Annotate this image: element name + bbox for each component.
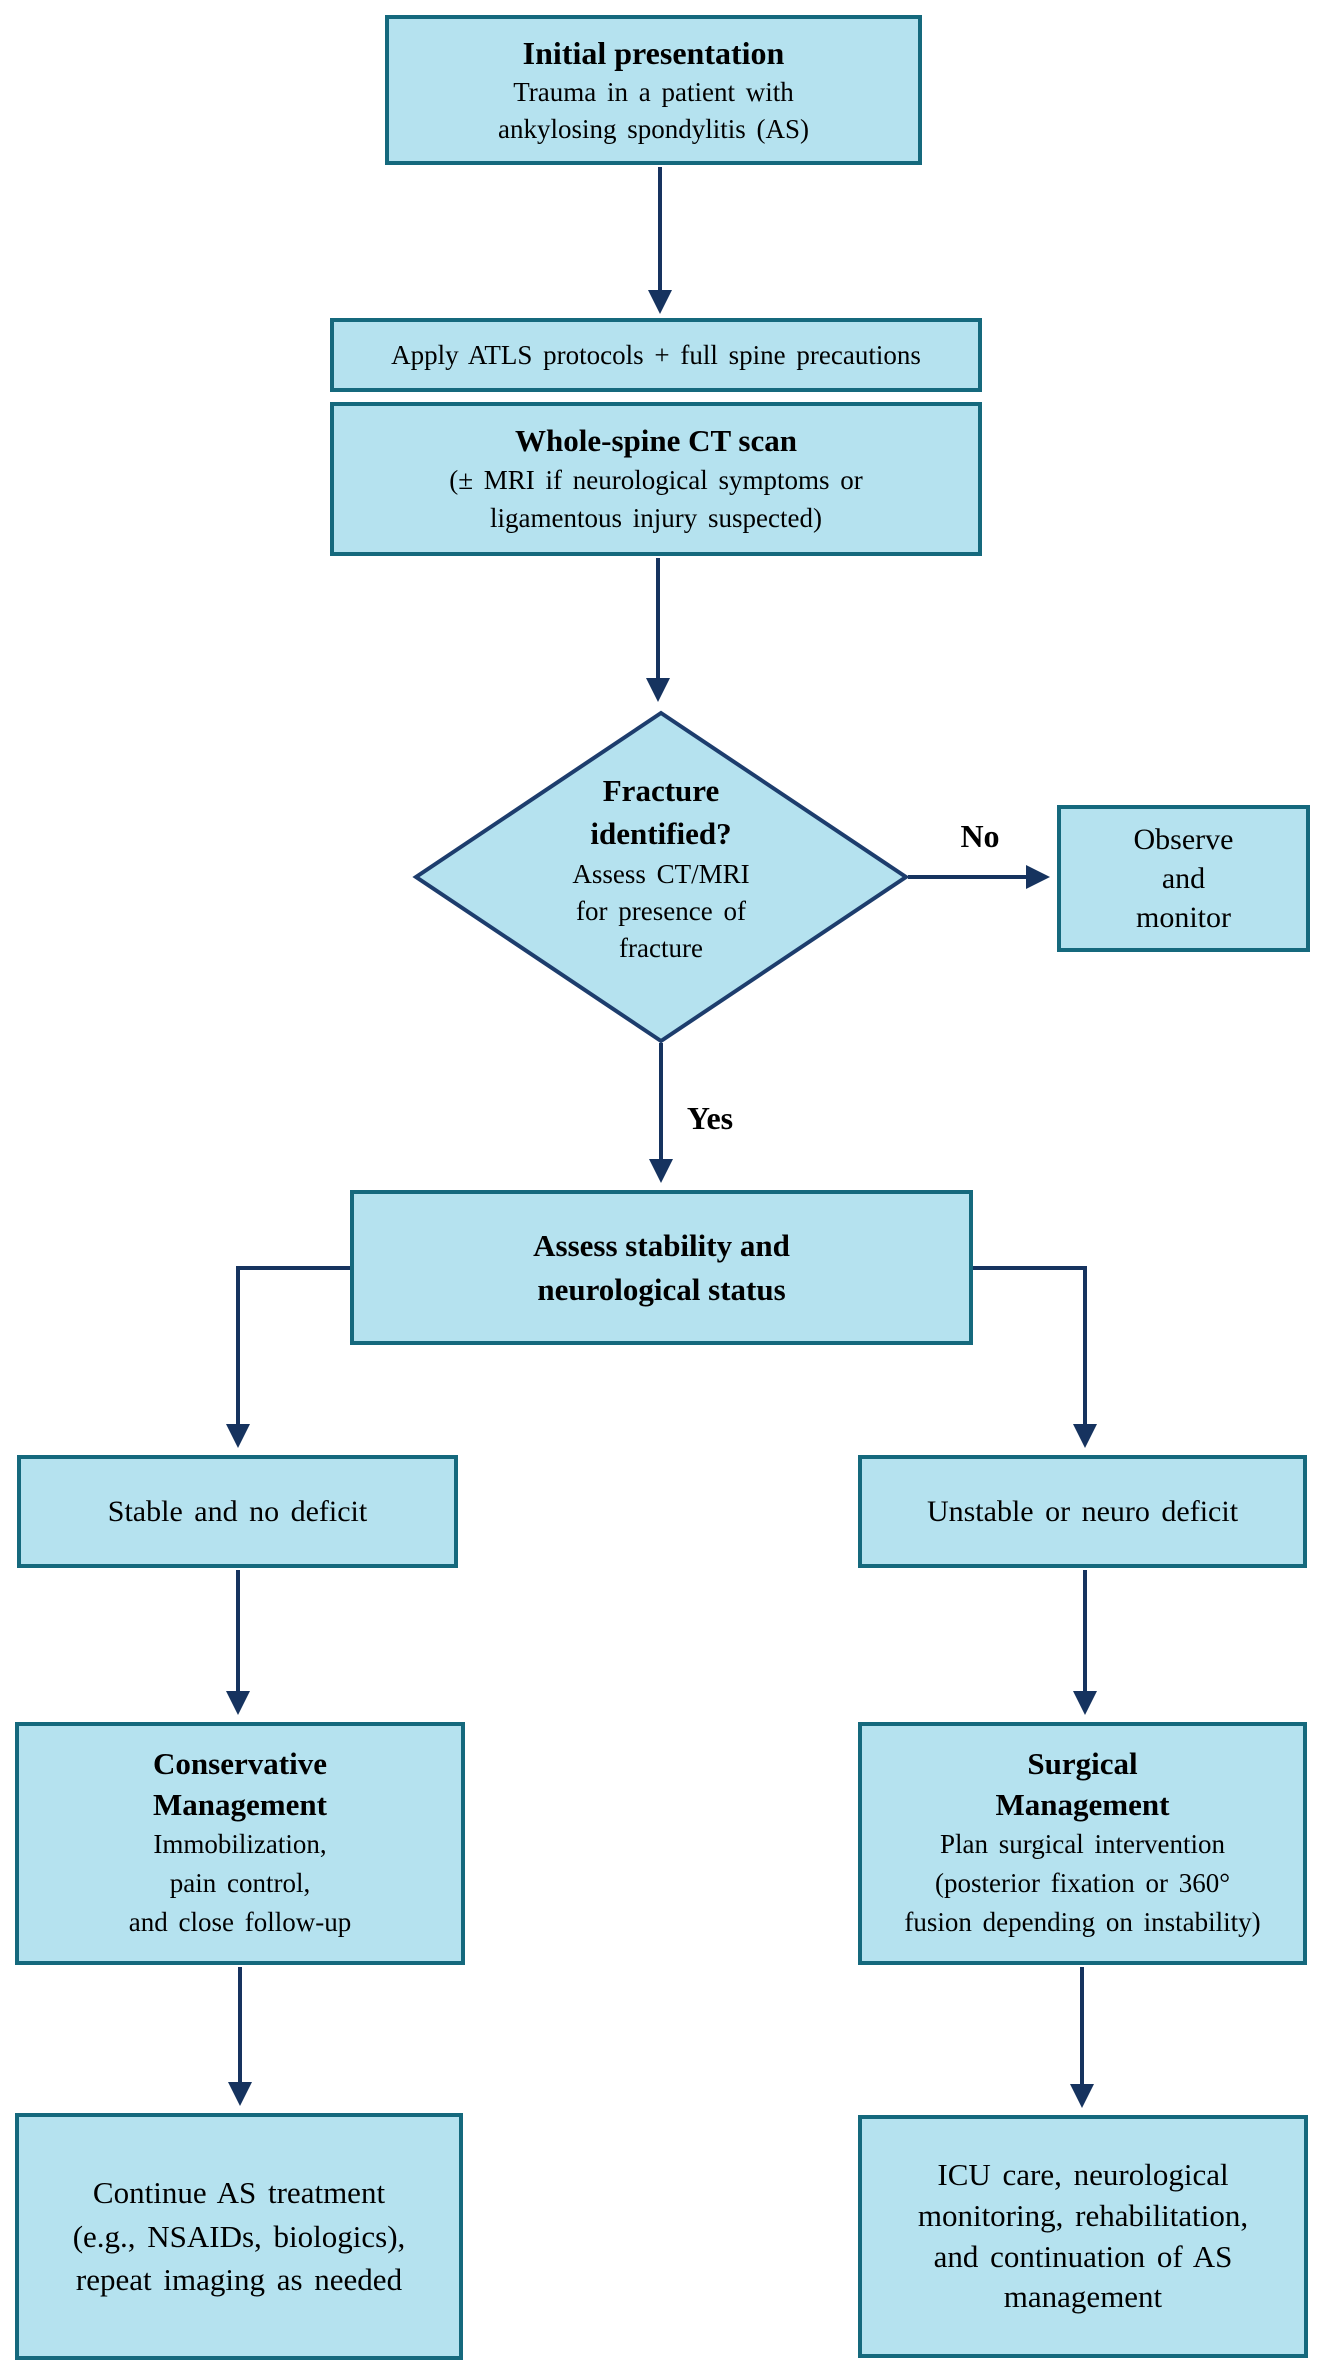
decision-title: identified? bbox=[590, 815, 732, 851]
node-unstable-or-neuro-deficit: Unstable or neuro deficit bbox=[858, 1455, 1307, 1568]
node-line: Observe bbox=[1133, 823, 1234, 856]
node-line: (± MRI if neurological symptoms or bbox=[449, 465, 863, 496]
arrow-assess-to-unstable bbox=[973, 1266, 1097, 1448]
node-atls-protocols: Apply ATLS protocols + full spine precau… bbox=[330, 318, 982, 392]
edge-label-yes: Yes bbox=[686, 1100, 734, 1136]
node-line: management bbox=[1003, 2279, 1163, 2315]
node-line: monitor bbox=[1136, 901, 1231, 934]
node-line: (e.g., NSAIDs, biologics), bbox=[72, 2218, 406, 2254]
node-line: Immobilization, bbox=[153, 1829, 327, 1860]
arrow-assess-to-stable bbox=[226, 1266, 350, 1448]
node-title: Surgical bbox=[1027, 1746, 1138, 1782]
node-line: and continuation of AS bbox=[933, 2238, 1233, 2274]
edge-label-no: No bbox=[960, 818, 1000, 854]
node-title: Management bbox=[153, 1786, 327, 1822]
node-title: Conservative bbox=[153, 1746, 327, 1782]
node-line: repeat imaging as needed bbox=[75, 2262, 403, 2298]
decision-line: Assess CT/MRI bbox=[572, 858, 750, 889]
decision-line: for presence of bbox=[576, 895, 746, 926]
node-line: Continue AS treatment bbox=[92, 2175, 386, 2211]
node-title: Whole-spine CT scan bbox=[515, 423, 797, 459]
node-observe-and-monitor: Observe and monitor bbox=[1057, 805, 1310, 952]
node-line: Apply ATLS protocols + full spine precau… bbox=[391, 339, 921, 370]
node-line: pain control, bbox=[169, 1868, 311, 1899]
node-line: fusion depending on instability) bbox=[904, 1907, 1261, 1938]
node-line: ICU care, neurological bbox=[937, 2156, 1229, 2192]
node-surgical-management: Surgical Management Plan surgical interv… bbox=[858, 1722, 1307, 1965]
node-line: ankylosing spondylitis (AS) bbox=[497, 113, 809, 144]
node-conservative-management: Conservative Management Immobilization, … bbox=[15, 1722, 465, 1965]
node-line: ligamentous injury suspected) bbox=[490, 502, 822, 533]
node-initial-presentation: Initial presentation Trauma in a patient… bbox=[385, 15, 922, 165]
node-line: and close follow-up bbox=[128, 1907, 352, 1938]
decision-text-fracture-identified: Fracture identified? Assess CT/MRI for p… bbox=[461, 770, 861, 966]
decision-title: Fracture bbox=[602, 773, 720, 808]
node-line: Unstable or neuro deficit bbox=[926, 1494, 1239, 1528]
node-stable-no-deficit: Stable and no deficit bbox=[17, 1455, 458, 1568]
decision-diamond-fracture-identified bbox=[412, 710, 910, 1044]
node-title: Management bbox=[995, 1786, 1170, 1822]
node-assess-stability: Assess stability and neurological status bbox=[350, 1190, 973, 1345]
node-continue-as-treatment: Continue AS treatment (e.g., NSAIDs, bio… bbox=[15, 2113, 463, 2360]
node-title: Initial presentation bbox=[522, 34, 785, 71]
node-line: Plan surgical intervention bbox=[940, 1829, 1225, 1860]
node-title: Assess stability and bbox=[533, 1228, 790, 1264]
decision-line: fracture bbox=[619, 932, 703, 963]
node-line: Stable and no deficit bbox=[107, 1494, 368, 1528]
node-line: (posterior fixation or 360° bbox=[935, 1868, 1230, 1899]
node-title: neurological status bbox=[537, 1271, 786, 1307]
node-line: and bbox=[1161, 862, 1206, 895]
node-line: Trauma in a patient with bbox=[513, 77, 794, 108]
node-line: monitoring, rehabilitation, bbox=[917, 2197, 1249, 2233]
node-icu-care: ICU care, neurological monitoring, rehab… bbox=[858, 2115, 1308, 2358]
node-whole-spine-ct: Whole-spine CT scan (± MRI if neurologic… bbox=[330, 402, 982, 556]
